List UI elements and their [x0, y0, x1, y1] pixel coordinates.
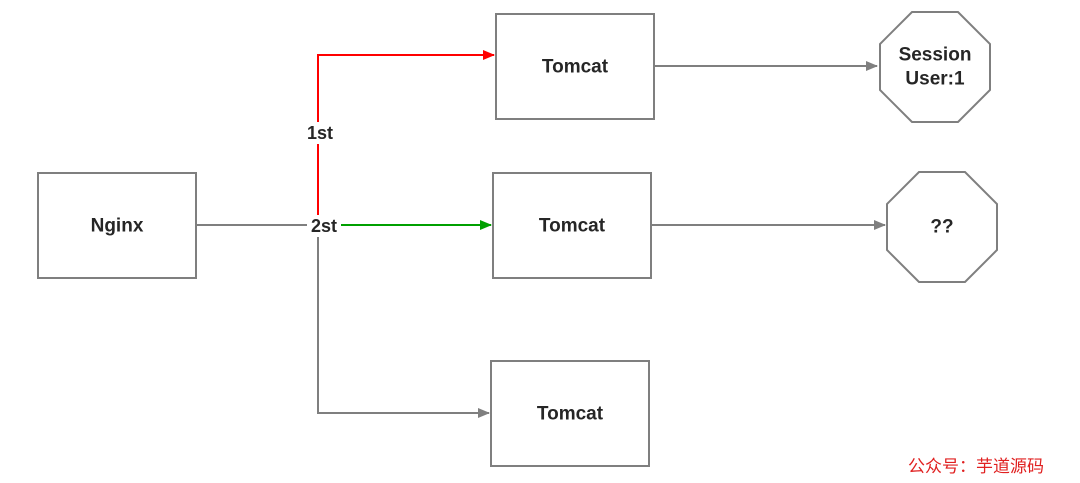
tomcat-top-label: Tomcat: [542, 57, 609, 78]
session-top-label-line2: User:1: [905, 69, 965, 90]
session-top-node: [879, 11, 991, 123]
nginx-label: Nginx: [91, 216, 144, 237]
second-request-label-bg: [307, 215, 341, 237]
tomcat-middle-node: [492, 172, 652, 279]
second-request-label: 2st: [311, 216, 337, 236]
session-top-label-line1: Session: [899, 45, 972, 66]
tomcat-bottom-node: [490, 360, 650, 467]
nginx-node: [37, 172, 197, 279]
tomcat-top-node: [495, 13, 655, 120]
tomcat-bottom-label: Tomcat: [537, 404, 604, 425]
first-request-label: 1st: [307, 123, 333, 143]
session-middle-label: ??: [930, 217, 953, 238]
first-request-label-bg: [304, 122, 336, 144]
third-request-arrow: [317, 225, 490, 418]
tomcat-middle-label: Tomcat: [539, 216, 606, 237]
watermark-text: 公众号：芋道源码: [908, 457, 1044, 477]
first-request-arrow: [317, 50, 495, 225]
session-middle-node: [886, 171, 998, 283]
